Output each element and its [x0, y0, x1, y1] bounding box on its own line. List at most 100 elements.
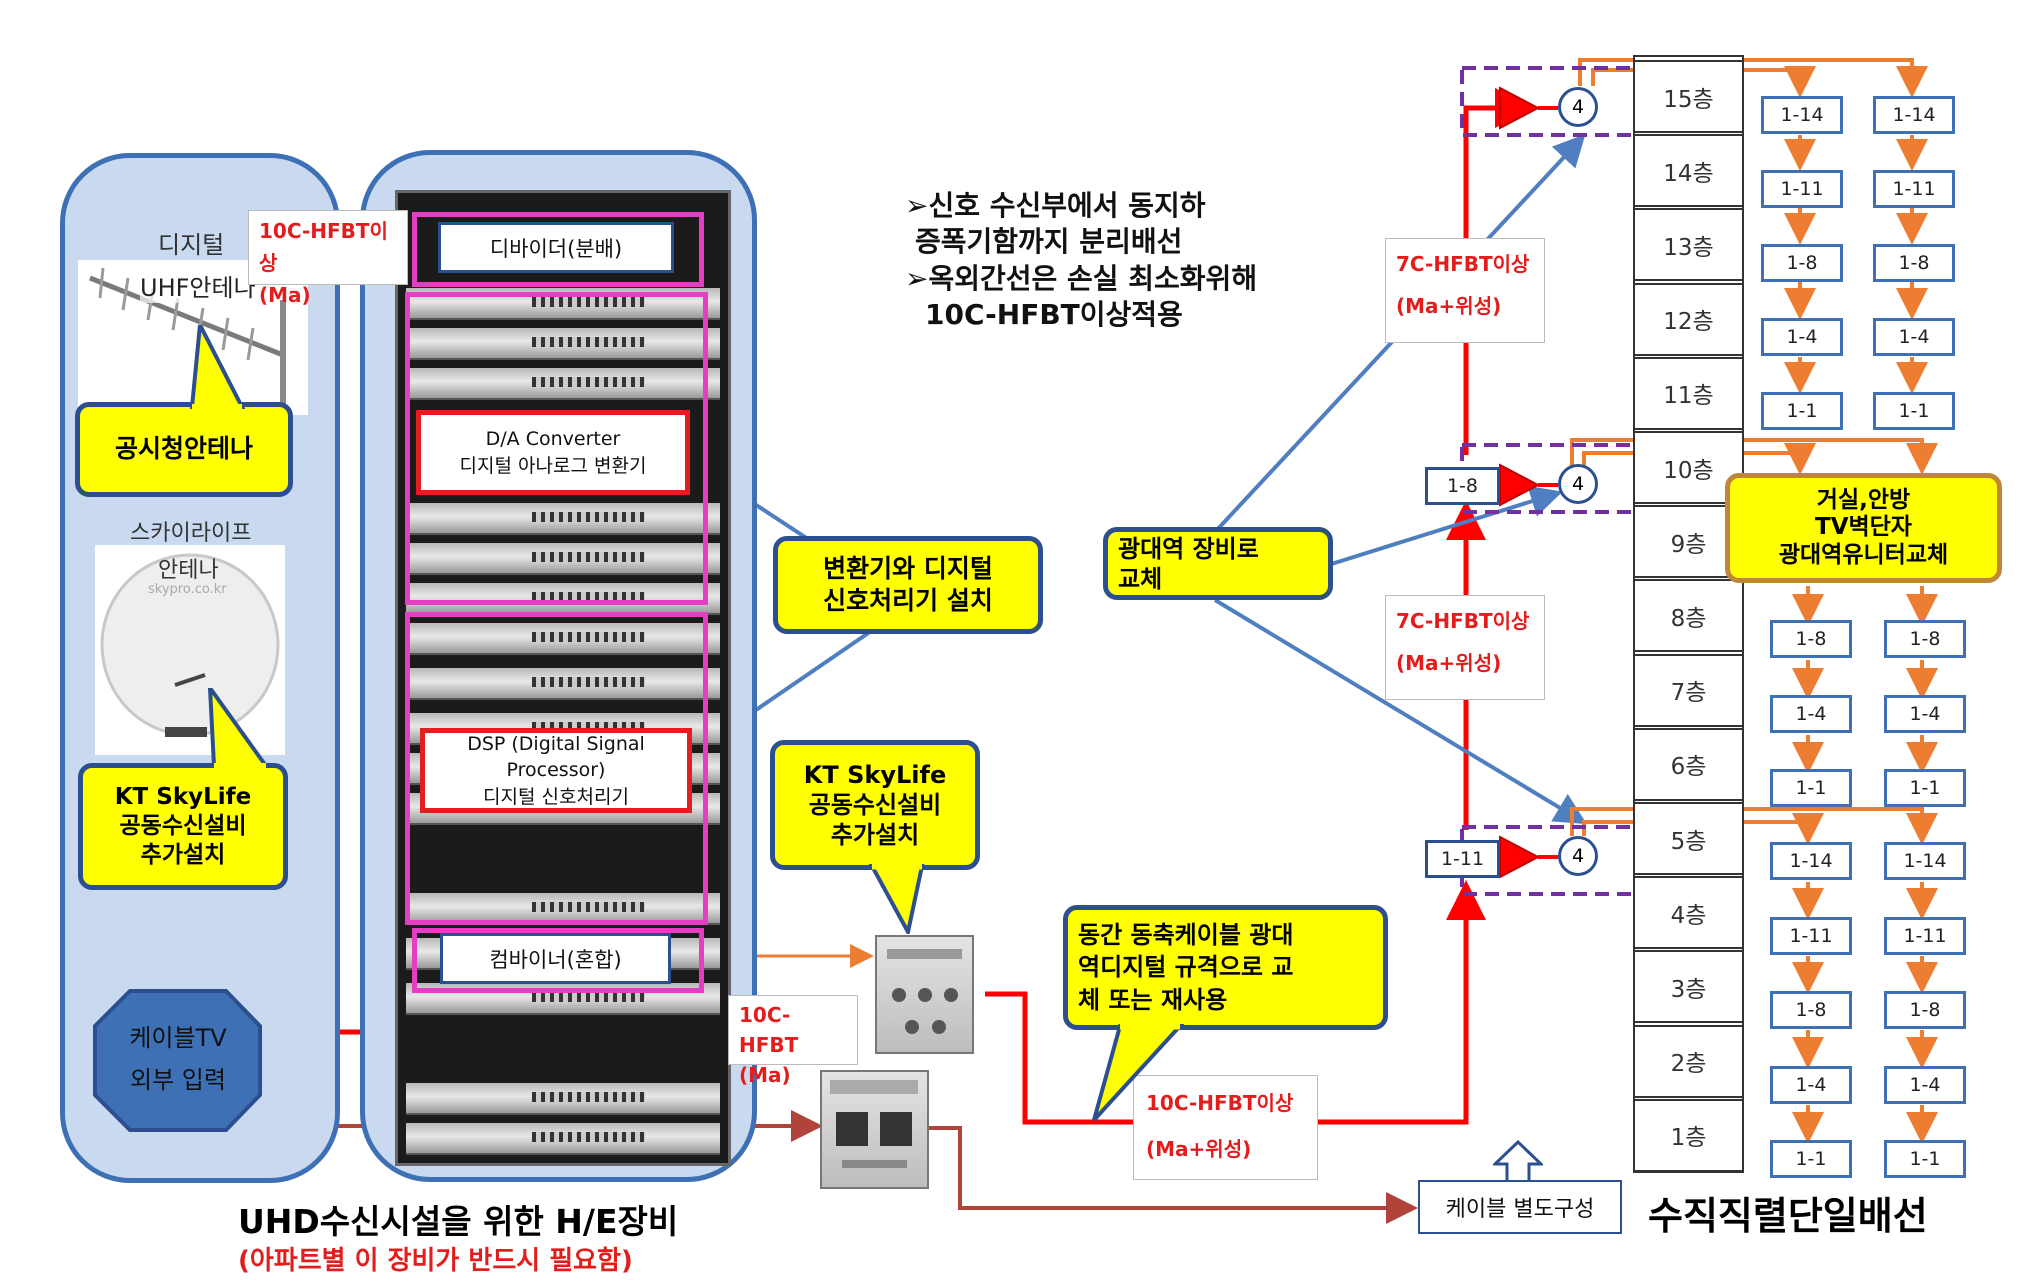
cable-tv-line2: 외부 입력 [130, 1066, 226, 1094]
callout-skylife-left-line3: 추가설치 [140, 841, 226, 868]
wall-outlet-upper-group-col2: 1-11 [1873, 170, 1955, 208]
callout-coax-line2: 역디지털 규격으로 교 [1078, 953, 1294, 982]
wall-outlet-lower-group-col2: 1-4 [1884, 1065, 1966, 1104]
callout-skylife-mid-line2: 공동수신설비 [808, 791, 942, 819]
amplifier-middle [1499, 463, 1541, 507]
amplifier-lower [1499, 835, 1541, 879]
floor-cell: 11층 [1633, 356, 1744, 430]
dish-watermark: skypro.co.kr [148, 582, 227, 597]
callout-coax: 동간 동축케이블 광대 역디지털 규격으로 교 체 또는 재사용 [1063, 905, 1388, 1030]
dsp-title: DSP (Digital Signal Processor) [467, 732, 645, 782]
cable-label-top-left-line2: (Ma) [259, 283, 311, 307]
callout-skylife-mid: KT SkyLife 공동수신설비 추가설치 [770, 740, 980, 870]
callout-living-room-line2: TV벽단자 [1815, 514, 1912, 541]
notes-block: ➢신호 수신부에서 동지하 증폭기함까지 분리배선 ➢옥외간선은 손실 최소화위… [905, 188, 1257, 334]
cable-label-bottom-mid-line1: 10C-HFBT이상 [1146, 1091, 1294, 1115]
callout-broadband: 광대역 장비로 교체 [1103, 527, 1333, 600]
wall-outlet-upper-group-col2: 1-4 [1873, 318, 1955, 356]
cable-label-mid-left-line2: (Ma) [739, 1063, 791, 1087]
wall-outlet-lower-group-col2: 1-1 [1884, 1140, 1966, 1178]
floor-cell: 1층 [1633, 1098, 1744, 1172]
wall-outlet-lower-group-col1: 1-11 [1770, 916, 1852, 955]
callout-public-antenna: 공시청안테나 [75, 402, 293, 497]
wall-outlet-lower-group-col1: 1-14 [1770, 842, 1852, 880]
wall-outlet-middle-group-col2: 1-1 [1884, 769, 1966, 807]
callout-skylife-mid-line1: KT SkyLife [803, 761, 947, 789]
dsp-subtitle: 디지털 신호처리기 [483, 785, 629, 808]
floor-cell: 4층 [1633, 876, 1744, 950]
combiner-label: 컴바이너(혼합) [489, 947, 622, 972]
wall-outlet-lower-group-col1: 1-1 [1770, 1140, 1852, 1178]
cable-label-lower-riser-line1: 7C-HFBT이상 [1396, 609, 1530, 633]
floor-cell: 15층 [1633, 60, 1744, 133]
callout-skylife-left-tail [207, 688, 270, 768]
wall-outlet-upper-group-col1: 1-11 [1761, 170, 1843, 208]
callout-skylife-mid-line3: 추가설치 [830, 821, 920, 849]
uhf-antenna-icon [89, 267, 286, 415]
divider-label: 디바이더(분배) [489, 236, 623, 261]
catv-amplifier-device [820, 1070, 929, 1189]
note-line4: 10C-HFBT이상적용 [925, 298, 1183, 332]
bottom-subtitle: (아파트별 이 장비가 반드시 필요함) [238, 1246, 633, 1276]
satellite-dish-photo [95, 545, 285, 755]
callout-coax-line1: 동간 동축케이블 광대 [1078, 920, 1294, 949]
splitter-lower: 4 [1558, 836, 1598, 876]
floor-cell: 6층 [1633, 727, 1744, 801]
callout-broadband-line1: 광대역 장비로 [1118, 534, 1259, 563]
wall-outlet-lower-group-col2: 1-8 [1884, 991, 1966, 1029]
wall-outlet-upper-group-col1: 1-4 [1761, 318, 1843, 356]
callout-public-tail [189, 325, 246, 410]
cable-label-bottom-mid-line2: (Ma+위성) [1146, 1137, 1252, 1161]
floor-cell: 8층 [1633, 579, 1744, 653]
callout-converter-line1: 변환기와 디지털 [823, 553, 993, 583]
wall-outlet-lower-group-col2: 1-14 [1884, 842, 1966, 880]
callout-skylife-left: KT SkyLife 공동수신설비 추가설치 [78, 763, 288, 890]
wall-outlet-upper-group-col1: 1-8 [1761, 244, 1843, 282]
wall-outlet-middle-group-col2: 1-8 [1884, 620, 1966, 658]
splitter-top: 4 [1558, 87, 1598, 127]
wall-outlet-middle-group-col1: 1-8 [1770, 620, 1852, 658]
divider-frame [412, 212, 704, 287]
combiner-frame [412, 928, 704, 993]
note-line1: ➢신호 수신부에서 동지하 [905, 189, 1206, 222]
floor-cell: 5층 [1633, 802, 1744, 875]
wall-outlet-lower-group-col1: 1-4 [1770, 1065, 1852, 1104]
callout-public-antenna-text: 공시청안테나 [114, 434, 253, 464]
riser-title: 수직직렬단일배선 [1648, 1194, 1928, 1238]
cable-label-top-left-line1: 10C-HFBT이상 [259, 219, 388, 275]
floor-cell: 13층 [1633, 208, 1744, 282]
uhf-antenna-label: UHF안테나 [140, 268, 256, 303]
floor-cell: 2층 [1633, 1024, 1744, 1098]
antenna-label: 안테나 [158, 558, 219, 583]
cable-label-upper-riser-line2: (Ma+위성) [1396, 294, 1502, 318]
callout-coax-line3: 체 또는 재사용 [1078, 985, 1228, 1014]
floor-cell: 3층 [1633, 950, 1744, 1024]
wall-outlet-upper-group-col2: 1-14 [1873, 96, 1955, 134]
floor-cell: 7층 [1633, 653, 1744, 727]
wall-outlet-upper-group-col1: 1-14 [1761, 96, 1843, 134]
da-converter-box: D/A Converter 디지털 아나로그 변환기 [416, 410, 690, 495]
cable-separate-box: 케이블 별도구성 [1418, 1180, 1622, 1234]
callout-coax-tail [1092, 1024, 1185, 1122]
up-arrow-icon [1493, 1140, 1543, 1185]
callout-converter-line2: 신호처리기 설치 [823, 586, 993, 615]
cable-label-lower-riser-line2: (Ma+위성) [1396, 651, 1502, 675]
callout-living-room: 거실,안방 TV벽단자 광대역유니터교체 [1725, 473, 2002, 583]
cable-label-mid-left-line1: 10C-HFBT [739, 1003, 799, 1057]
floor-cell: 14층 [1633, 134, 1744, 208]
satellite-dish-icon [100, 553, 280, 737]
callout-converter: 변환기와 디지털 신호처리기 설치 [773, 536, 1043, 634]
wall-outlet-upper-group-col2: 1-8 [1873, 244, 1955, 282]
da-converter-subtitle: 디지털 아나로그 변환기 [459, 454, 647, 477]
wall-outlet-lower-group-col1: 1-8 [1770, 991, 1852, 1029]
cable-tv-octagon [93, 989, 262, 1132]
dsp-box: DSP (Digital Signal Processor) 디지털 신호처리기 [420, 728, 692, 813]
amp-input-lower-label: 1-11 [1440, 848, 1485, 870]
cable-label-lower-riser: 7C-HFBT이상 (Ma+위성) [1385, 595, 1545, 700]
cable-label-mid-left: 10C-HFBT (Ma) [728, 995, 858, 1087]
da-converter-title: D/A Converter [485, 427, 621, 450]
wall-outlet-middle-group-col1: 1-1 [1770, 769, 1852, 807]
cable-label-upper-riser: 7C-HFBT이상 (Ma+위성) [1385, 238, 1545, 343]
digital-label: 디지털 [158, 231, 225, 259]
